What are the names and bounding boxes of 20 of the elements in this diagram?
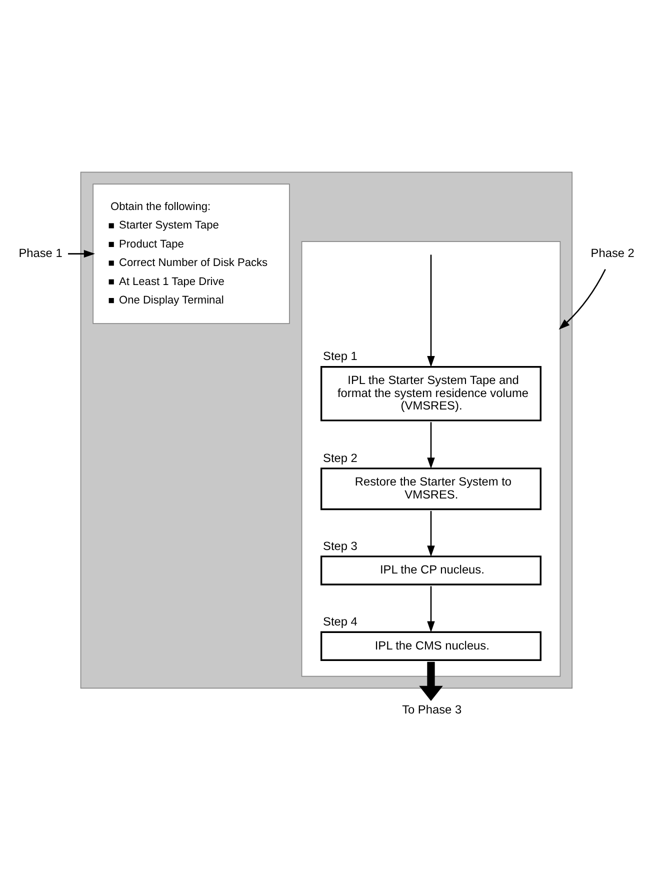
arrow [427,510,435,556]
arrow [427,422,435,468]
node-text: Phase 2 [590,245,634,260]
node-label: Step 2 [323,450,358,464]
node-box: Obtain the following: Starter System Tape Product Tape Correct Number of Disk Packs At Least 1 Tape Drive One Display Terminal [92,183,290,324]
node-label: Step 1 [323,348,358,363]
cluster [301,240,561,676]
node-label: Step 4 [323,614,358,628]
arrow [68,249,95,258]
arrow [427,586,435,632]
node-box: IPL the CMS nucleus. [320,630,542,660]
node-box: IPL the CP nucleus. [320,555,542,585]
node-text: Phase 1 [18,245,62,260]
arrow [558,268,606,330]
arrow [427,254,435,367]
node-box: IPL the Starter System Tape and format the system residence volume (VMSRES). [320,366,542,421]
node-box: Restore the Starter System to VMSRES. [320,467,542,510]
arrow [419,661,443,701]
node-label: Step 3 [323,538,358,552]
node-text: To Phase 3 [402,702,462,716]
